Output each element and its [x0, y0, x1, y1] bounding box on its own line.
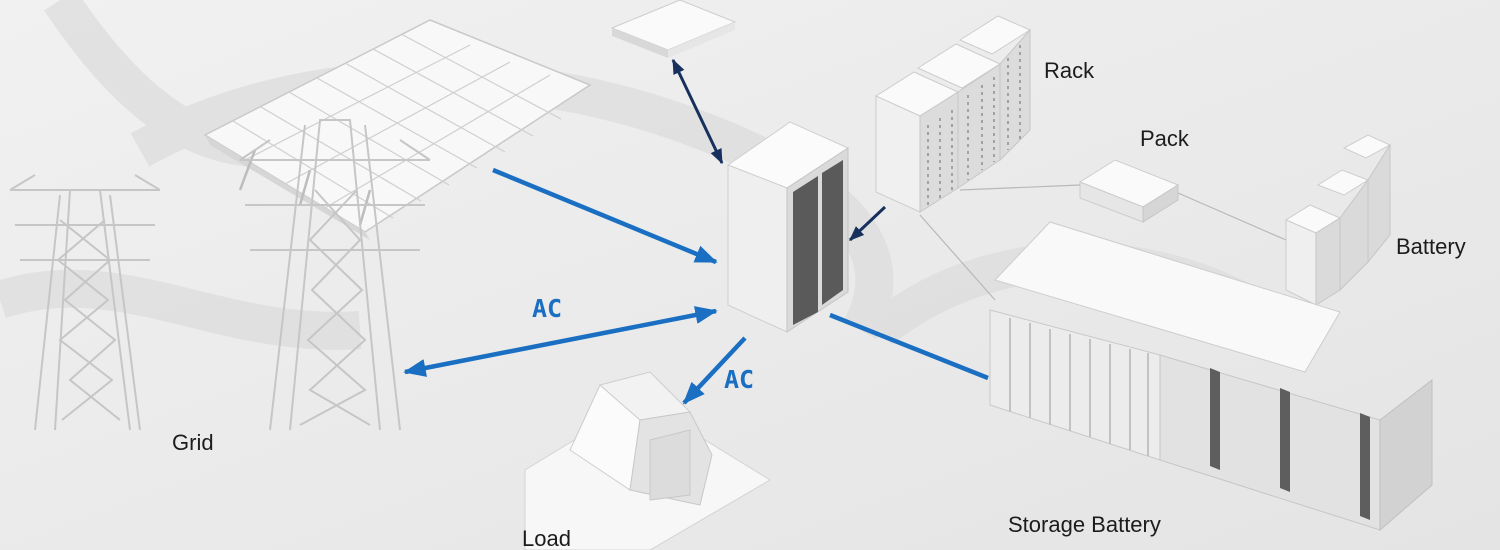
house-icon: [524, 371, 771, 550]
load-label: Load: [522, 526, 571, 550]
converter-to-storage-line: [829, 312, 989, 381]
bms-converter-arrow: [671, 58, 724, 165]
converter-to-load-arrow: [682, 336, 747, 405]
bms-unit-icon: [610, 0, 737, 58]
solar-to-converter-arrow: [492, 167, 718, 265]
battery-rack-icon: [874, 15, 1032, 213]
connector-lines: [919, 184, 1287, 301]
rack-label: Rack: [1044, 58, 1095, 83]
storage-battery-label: Storage Battery: [1008, 512, 1161, 537]
ac-load-label: AC: [724, 365, 755, 394]
grid-label: Grid: [172, 430, 214, 455]
battery-module-icon: [1284, 134, 1392, 306]
pack-label: Pack: [1140, 126, 1189, 151]
storage-container-icon: [989, 221, 1433, 532]
rack-to-converter-arrow: [848, 205, 887, 242]
grid-converter-arrow: [403, 306, 718, 377]
battery-pack-icon: [1078, 159, 1180, 223]
converter-cabinet-icon: [726, 121, 850, 333]
battery-label: Battery: [1396, 234, 1466, 259]
solar-panel-array-icon: [203, 19, 592, 240]
transmission-tower-icon: [9, 119, 431, 431]
ac-grid-label: AC: [532, 294, 563, 323]
